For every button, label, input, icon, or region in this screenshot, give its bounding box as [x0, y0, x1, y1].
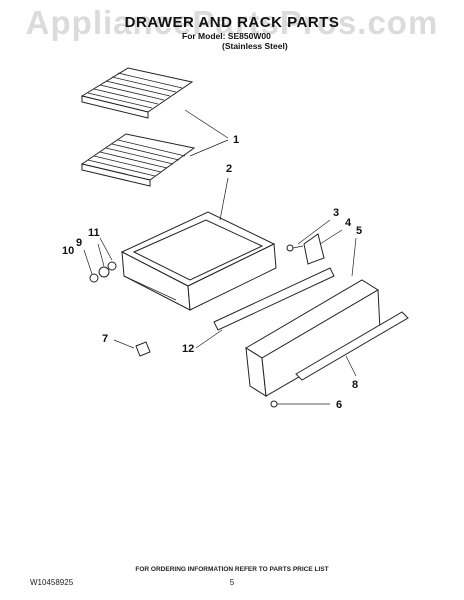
callout-7: 7	[102, 333, 108, 345]
callout-3: 3	[333, 207, 339, 219]
callout-6: 6	[336, 399, 342, 411]
callout-11: 11	[88, 227, 100, 239]
callout-12: 12	[182, 343, 194, 355]
oven-rack-lower	[80, 133, 196, 187]
model-line: For Model: SE850W00	[182, 31, 271, 41]
finish-line: (Stainless Steel)	[222, 41, 288, 51]
callout-1: 1	[233, 134, 239, 146]
callout-5: 5	[356, 225, 362, 237]
document-number: W10458925	[30, 578, 74, 587]
callout-9: 9	[76, 237, 82, 249]
drawer-bracket	[303, 233, 325, 265]
callout-8: 8	[352, 379, 358, 391]
bracket-screw	[286, 244, 304, 252]
storage-drawer	[120, 211, 277, 311]
drawer-handle	[295, 311, 409, 381]
drawer-front-panel	[245, 279, 381, 397]
page-number: 5	[229, 578, 235, 587]
drawer-hardware	[89, 261, 117, 283]
drawer-glide	[213, 267, 335, 331]
callout-2: 2	[226, 163, 232, 175]
callout-4: 4	[345, 217, 352, 229]
watermark: AppliancePartsPros.com	[25, 4, 439, 41]
drawer-clip	[135, 341, 151, 357]
page-title: DRAWER AND RACK PARTS	[124, 14, 340, 31]
callout-10: 10	[62, 245, 74, 257]
handle-screw	[270, 400, 330, 408]
footer-ordering-note: FOR ORDERING INFORMATION REFER TO PARTS …	[135, 566, 329, 573]
oven-rack-upper	[80, 67, 194, 119]
